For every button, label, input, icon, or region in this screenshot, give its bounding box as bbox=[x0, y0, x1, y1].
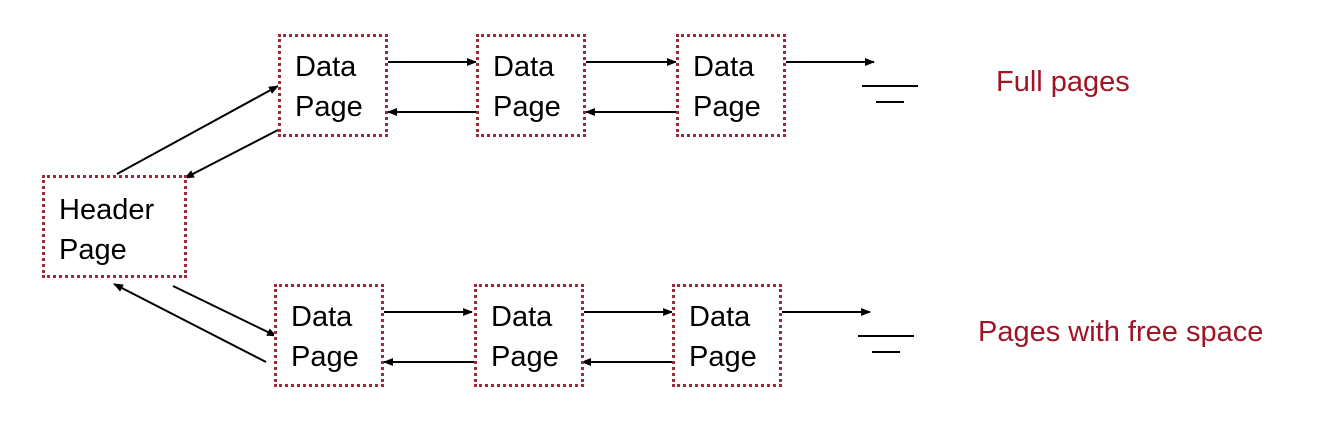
data-page-box: Data Page bbox=[672, 284, 782, 387]
data-page-label-line2: Page bbox=[491, 341, 559, 373]
data-page-label-line1: Data bbox=[493, 51, 555, 83]
data-page-label-line2: Page bbox=[693, 91, 761, 123]
data-page-label-line1: Data bbox=[689, 301, 751, 333]
header-page-box: Header Page bbox=[42, 175, 187, 278]
header-page-label-line1: Header bbox=[59, 194, 155, 226]
data-page-label-line2: Page bbox=[295, 91, 363, 123]
header-page-label-line2: Page bbox=[59, 234, 127, 266]
data-page-label-line1: Data bbox=[693, 51, 755, 83]
data-page-box: Data Page bbox=[474, 284, 584, 387]
data-page-box: Data Page bbox=[278, 34, 388, 137]
data-page-label-line1: Data bbox=[491, 301, 553, 333]
arrow-header-to-full-list bbox=[116, 85, 279, 175]
full-pages-label: Full pages bbox=[996, 66, 1130, 98]
arrow-free-list-to-header bbox=[113, 283, 267, 363]
null-terminator-icon bbox=[858, 335, 914, 353]
free-space-pages-label: Pages with free space bbox=[978, 316, 1264, 348]
null-terminator-icon bbox=[862, 85, 918, 103]
data-page-label-line1: Data bbox=[291, 301, 353, 333]
data-page-box: Data Page bbox=[274, 284, 384, 387]
data-page-label-line2: Page bbox=[493, 91, 561, 123]
data-page-box: Data Page bbox=[476, 34, 586, 137]
arrow-header-to-free-list bbox=[172, 285, 277, 337]
data-page-label-line2: Page bbox=[689, 341, 757, 373]
arrow-full-list-to-header bbox=[184, 129, 279, 179]
data-page-label-line1: Data bbox=[295, 51, 357, 83]
data-page-box: Data Page bbox=[676, 34, 786, 137]
data-page-label-line2: Page bbox=[291, 341, 359, 373]
